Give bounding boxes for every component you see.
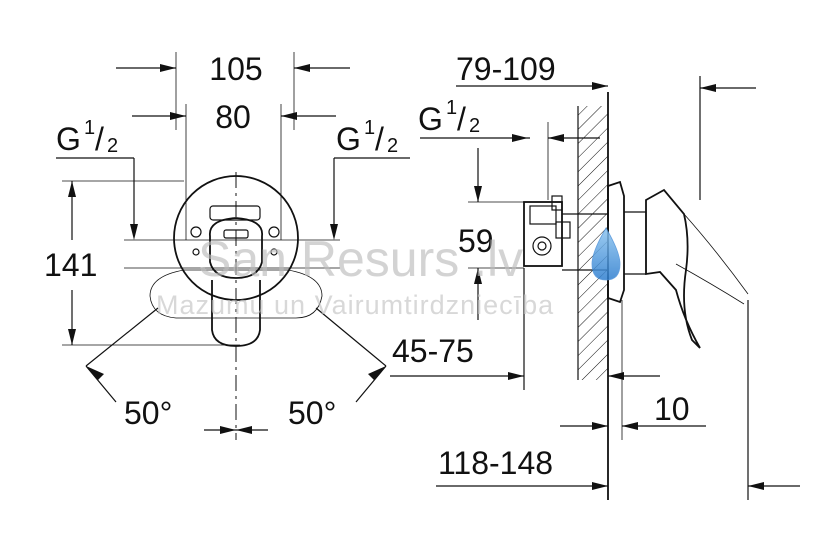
front-view: 105 80 G 1 / 2 G 1 / 2 <box>44 51 410 440</box>
dim-10-label: 10 <box>654 391 690 427</box>
thread-left-g: G <box>56 121 81 157</box>
angle-right: 50° <box>288 307 387 431</box>
dim-79-109-label: 79-109 <box>456 51 556 87</box>
dim-141: 141 <box>44 180 240 346</box>
thread-side-slash: / <box>457 101 466 137</box>
valve-body <box>523 201 563 267</box>
side-view: 79-109 G 1 / 2 <box>390 51 800 500</box>
watermark-brand: San Resurs .lv <box>198 231 523 287</box>
thread-right: G 1 / 2 <box>330 117 410 240</box>
dim-118-148: 118-148 <box>436 445 800 490</box>
thread-right-slash: / <box>375 121 384 157</box>
dim-59: 59 <box>458 148 524 320</box>
thread-right-den: 2 <box>387 135 398 157</box>
angle-left-label: 50° <box>124 395 172 431</box>
watermark: San Resurs .lv Mazumu un Vairumtirdzniec… <box>156 227 621 320</box>
water-drop-icon <box>591 227 621 281</box>
thread-side-num: 1 <box>446 97 457 119</box>
dim-80-label: 80 <box>215 99 251 135</box>
thread-left-num: 1 <box>84 117 95 139</box>
angle-left: 50° <box>85 307 172 431</box>
thread-right-num: 1 <box>364 117 375 139</box>
dim-79-109: 79-109 <box>456 51 608 200</box>
thread-left-slash: / <box>95 121 104 157</box>
dim-59-label: 59 <box>458 223 494 259</box>
dim-105-label: 105 <box>209 51 262 87</box>
dim-45-75: 45-75 <box>390 268 660 390</box>
thread-side-den: 2 <box>469 115 480 137</box>
thread-left: G 1 / 2 <box>56 117 138 240</box>
angle-right-label: 50° <box>288 395 336 431</box>
dim-45-75-label: 45-75 <box>392 333 474 369</box>
dim-10: 10 <box>560 300 706 440</box>
thread-right-g: G <box>336 121 361 157</box>
dim-141-label: 141 <box>44 247 97 283</box>
dim-80: 80 <box>132 99 336 240</box>
dim-118-148-label: 118-148 <box>438 445 553 481</box>
watermark-tagline: Mazumu un Vairumtirdzniecība <box>156 290 554 320</box>
thread-side-g: G <box>418 101 443 137</box>
dim-105: 105 <box>116 51 350 130</box>
thread-left-den: 2 <box>107 135 118 157</box>
thread-side: G 1 / 2 <box>418 97 530 142</box>
